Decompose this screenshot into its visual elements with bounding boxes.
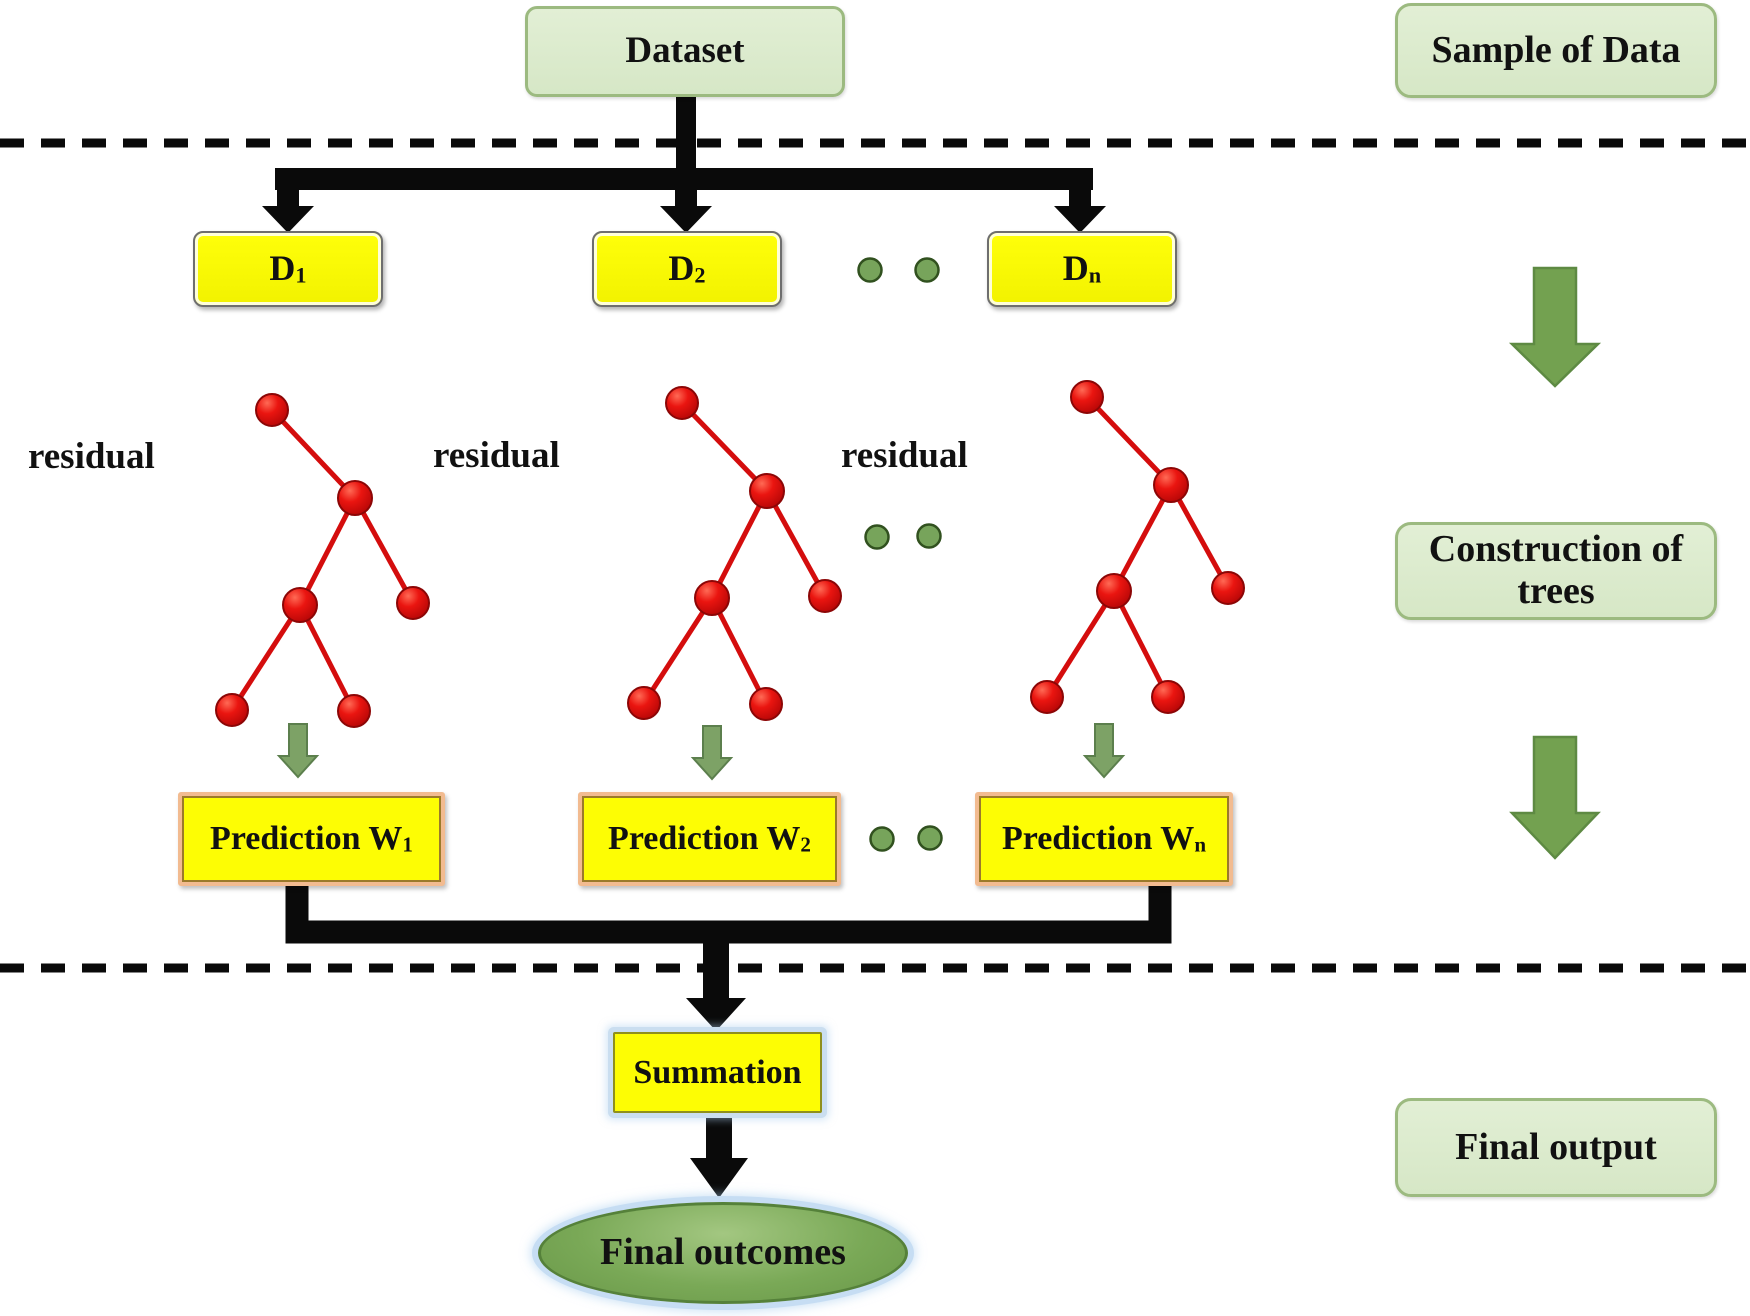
distribution-bar xyxy=(275,168,1093,190)
prediction-box-w1: Prediction W1 xyxy=(178,792,445,886)
tree-node xyxy=(665,386,699,420)
dn-label: Dn xyxy=(1062,248,1102,289)
summation-arrowhead-icon xyxy=(686,998,746,1031)
decision-tree-1 xyxy=(215,393,430,728)
tree-node xyxy=(215,693,249,727)
tree-node xyxy=(255,393,289,427)
tree-to-prediction-arrows xyxy=(276,723,1126,781)
tree-node xyxy=(337,480,373,516)
residual-label-1: residual xyxy=(28,436,155,477)
summation-box: Summation xyxy=(613,1032,822,1113)
ellipsis-dot-icon xyxy=(916,523,942,549)
tree-node xyxy=(1211,571,1245,605)
tree-node xyxy=(1070,380,1104,414)
tree-node xyxy=(1096,573,1132,609)
tree-node xyxy=(1153,467,1189,503)
residual-label-2: residual xyxy=(433,435,560,476)
d2-label: D2 xyxy=(668,248,706,289)
ellipsis-dots xyxy=(857,257,943,852)
summation-stem xyxy=(703,930,729,1002)
dataset-label: Dataset xyxy=(625,30,745,72)
summation-label: Summation xyxy=(633,1053,802,1091)
summation-to-final-connector xyxy=(690,1112,748,1198)
final-outcomes-ellipse: Final outcomes xyxy=(538,1202,908,1304)
prediction-w2-label: Prediction W2 xyxy=(608,820,811,858)
ellipsis-dot-icon xyxy=(869,826,895,852)
construction-line1: Construction of xyxy=(1428,528,1684,571)
prediction-box-wn: Prediction Wn xyxy=(975,792,1233,886)
decision-tree-2 xyxy=(627,386,842,721)
tree-node xyxy=(749,687,783,721)
ellipsis-dot-icon xyxy=(864,524,890,550)
d2-stem xyxy=(675,188,697,210)
down-arrow-icon xyxy=(690,725,734,781)
final-arrowhead-icon xyxy=(690,1158,748,1198)
d1-label: D1 xyxy=(269,248,307,289)
tree-node xyxy=(808,579,842,613)
right-panel-arrows xyxy=(1508,266,1602,860)
d1-stem xyxy=(277,188,299,210)
prediction-w1-label: Prediction W1 xyxy=(210,820,413,858)
prediction-collector-connector xyxy=(285,884,1172,1031)
tree-node xyxy=(749,473,785,509)
residual-label-3: residual xyxy=(841,435,968,476)
tree-node xyxy=(627,686,661,720)
tree-node xyxy=(694,580,730,616)
ellipsis-dot-icon xyxy=(917,825,943,851)
construction-of-trees-box: Construction of trees xyxy=(1395,522,1717,620)
tree-node xyxy=(337,694,371,728)
dataset-sample-box-d1: D1 xyxy=(193,231,383,307)
d1-arrowhead-icon xyxy=(262,206,314,233)
tree-node xyxy=(282,587,318,623)
final-output-label: Final output xyxy=(1455,1125,1657,1168)
decision-tree-3 xyxy=(1030,380,1245,714)
dn-stem xyxy=(1069,188,1091,210)
tree-node xyxy=(396,586,430,620)
down-arrow-icon xyxy=(276,723,320,779)
final-outcomes-label: Final outcomes xyxy=(600,1231,846,1274)
stage-arrow-icon xyxy=(1509,735,1601,860)
ellipsis-dot-icon xyxy=(857,257,883,283)
down-arrow-icon xyxy=(1082,723,1126,779)
final-output-box: Final output xyxy=(1395,1098,1717,1197)
prediction-box-w2: Prediction W2 xyxy=(578,792,841,886)
construction-line2: trees xyxy=(1517,570,1595,612)
dataset-stem xyxy=(676,94,696,174)
d2-arrowhead-icon xyxy=(660,206,712,233)
dn-arrowhead-icon xyxy=(1054,206,1106,233)
dataset-sample-box-dn: Dn xyxy=(987,231,1177,307)
stage-arrow-icon xyxy=(1508,266,1602,388)
dataset-sample-box-d2: D2 xyxy=(592,231,782,307)
dataset-box: Dataset xyxy=(525,6,845,97)
ellipsis-dot-icon xyxy=(914,257,940,283)
sample-of-data-label: Sample of Data xyxy=(1431,28,1681,71)
tree-node xyxy=(1030,680,1064,714)
dataset-distribution-connector xyxy=(262,94,1106,233)
final-stem xyxy=(706,1112,732,1164)
sample-of-data-box: Sample of Data xyxy=(1395,3,1717,98)
prediction-wn-label: Prediction Wn xyxy=(1001,820,1207,858)
tree-node xyxy=(1151,680,1185,714)
